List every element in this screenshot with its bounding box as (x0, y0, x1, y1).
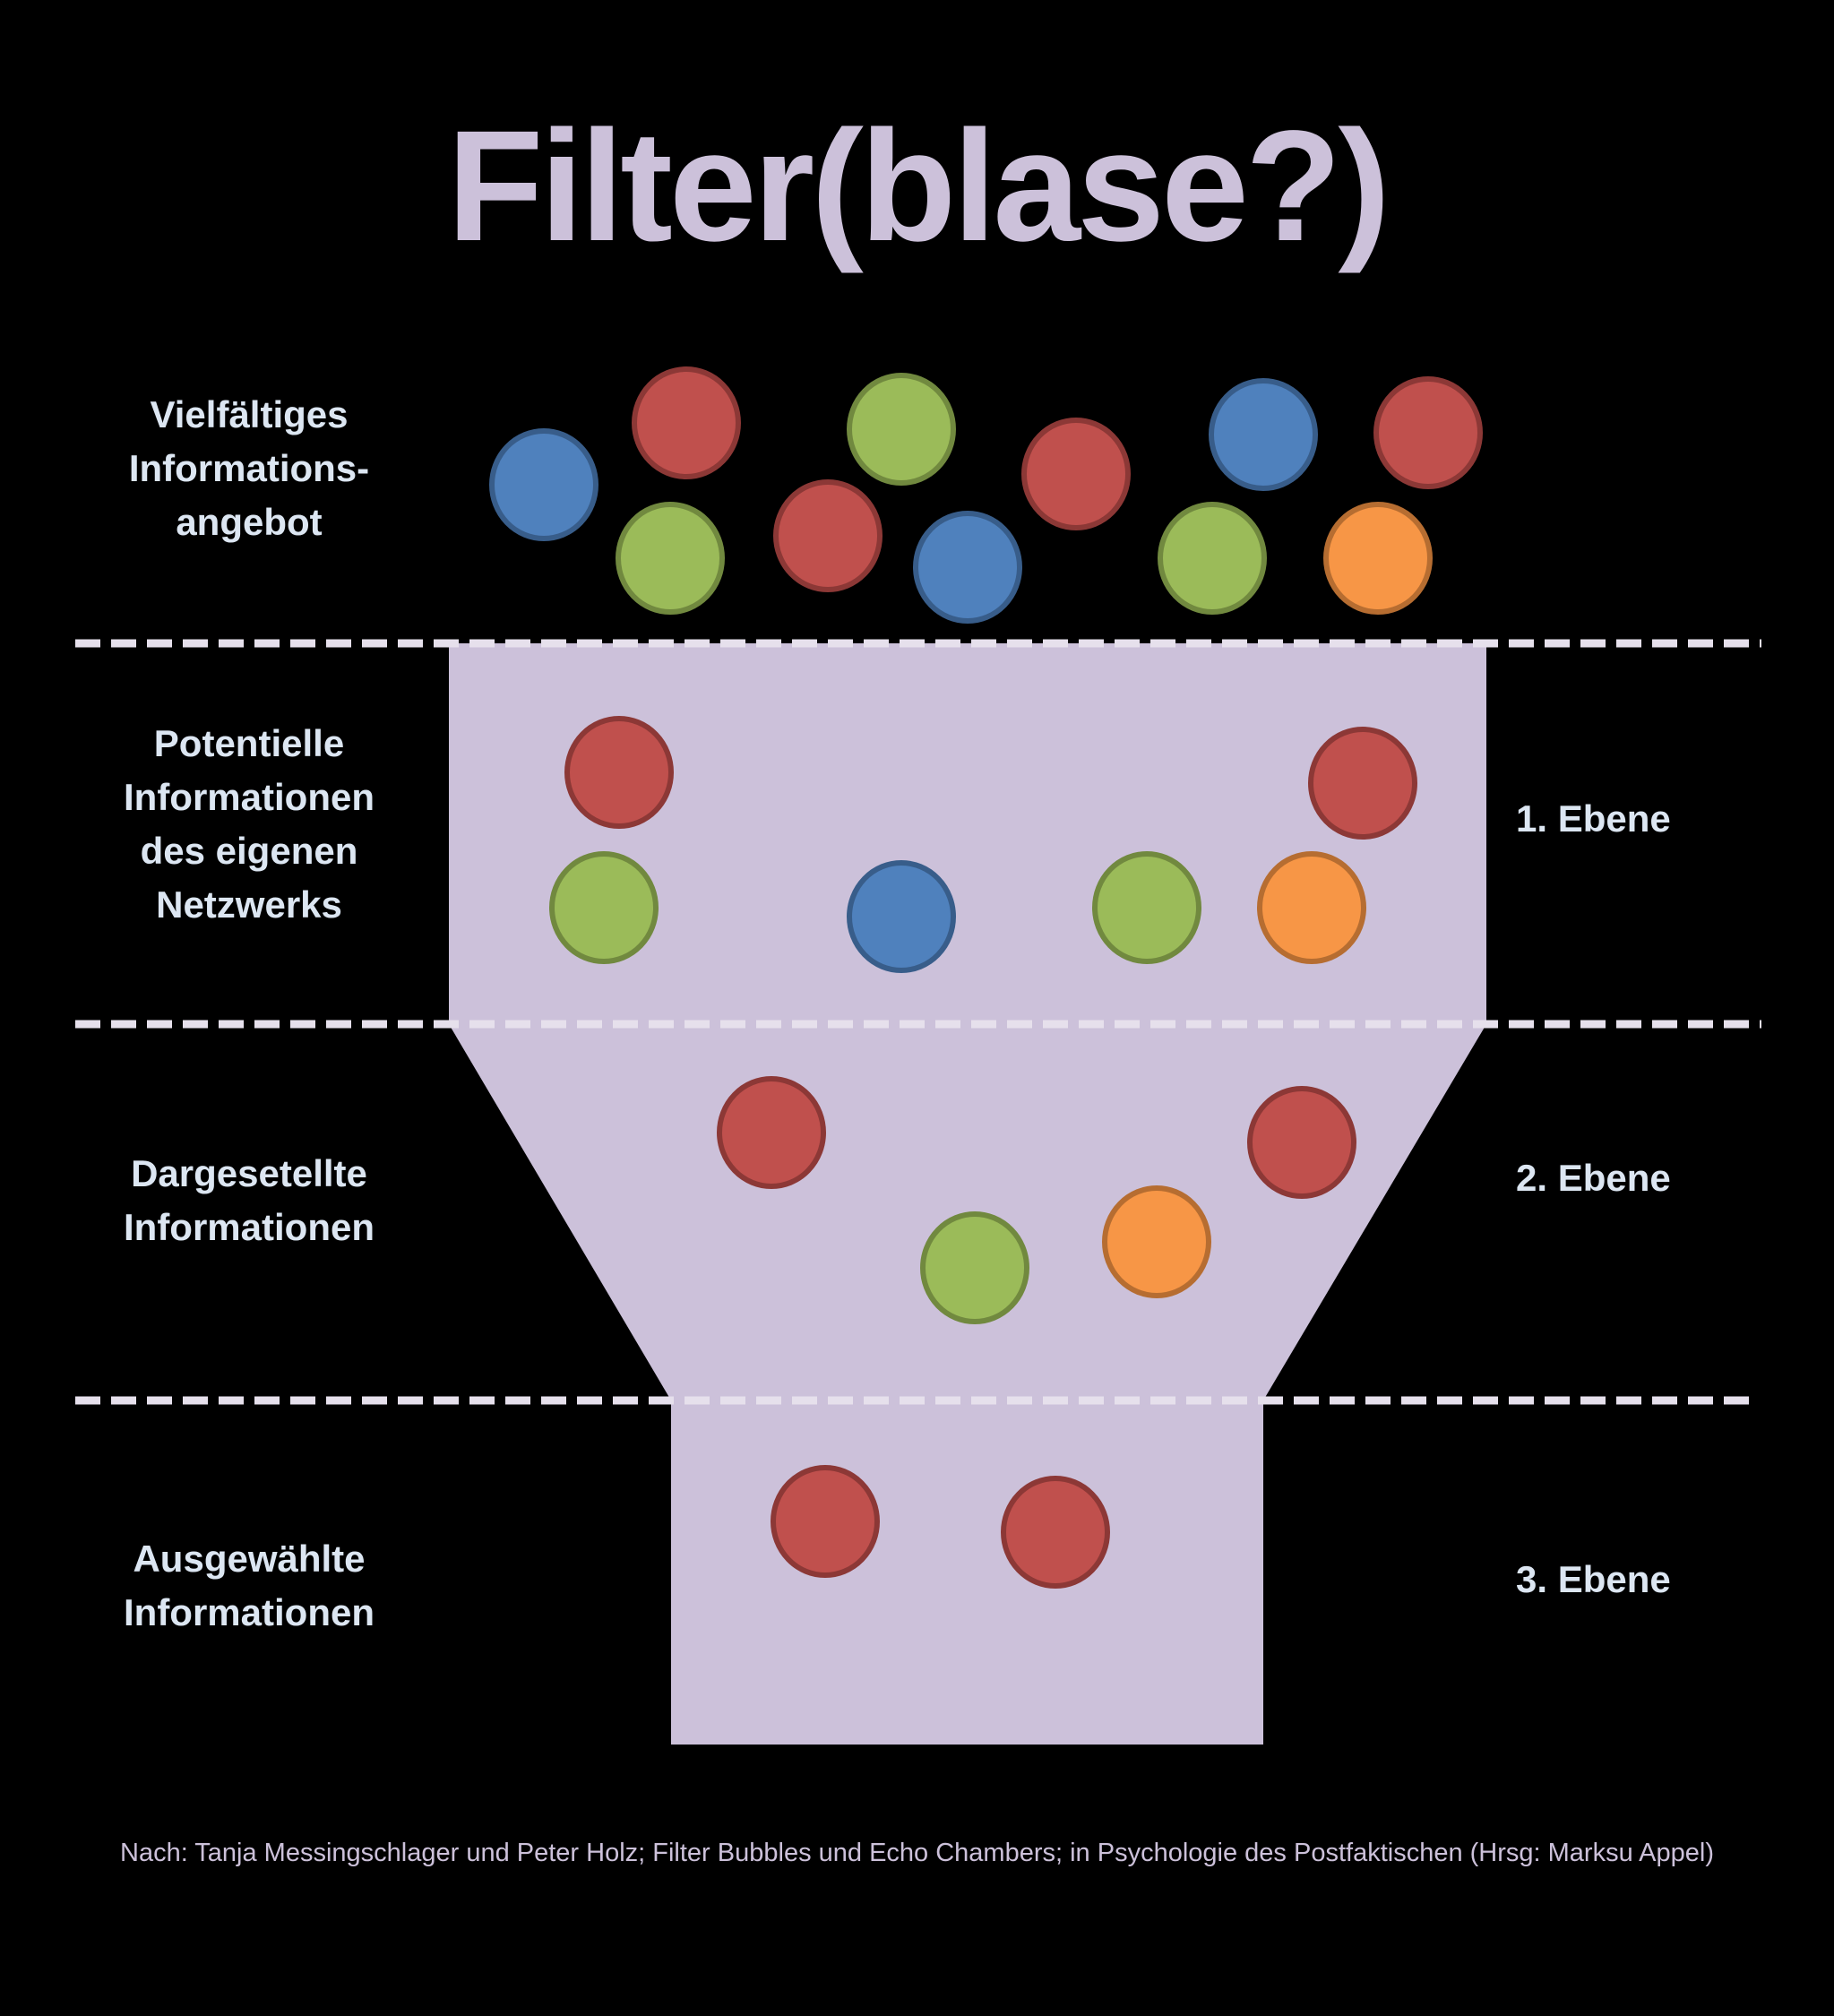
bubble-blue-offer (489, 428, 598, 541)
bubble-green-level-2 (920, 1211, 1029, 1324)
ebene-label-1: 1. Ebene (1516, 797, 1671, 840)
bubble-orange-level-1 (1257, 851, 1366, 964)
source-footnote: Nach: Tanja Messingschlager und Peter Ho… (120, 1839, 1714, 1867)
bubble-red-level-1 (1308, 727, 1417, 840)
level-label-offer: Vielfältiges Informations- angebot (128, 393, 370, 543)
bubble-green-level-1 (549, 851, 659, 964)
level-label-selected: Ausgewählte Informationen (124, 1538, 375, 1633)
bubble-green-level-1 (1092, 851, 1201, 964)
bubble-red-offer (773, 479, 883, 592)
ebene-label-3: 3. Ebene (1516, 1558, 1671, 1600)
bubble-red-offer (1021, 418, 1131, 530)
bubble-green-offer (616, 502, 725, 615)
bubble-red-level-3 (771, 1465, 880, 1578)
page-title: Filter(blase?) (446, 99, 1391, 274)
level-label-displayed: Dargesetellte Informationen (124, 1152, 375, 1248)
bubble-red-level-3 (1001, 1476, 1110, 1589)
bubble-blue-level-1 (847, 860, 956, 973)
bubble-green-offer (1158, 502, 1267, 615)
funnel-level-1-section (449, 643, 1486, 1024)
bubble-green-offer (847, 373, 956, 486)
bubble-red-offer (1373, 376, 1483, 489)
level-dividers (75, 639, 1761, 1405)
bubble-orange-level-2 (1102, 1185, 1211, 1298)
bubble-red-offer (632, 366, 741, 479)
funnel-level-3-section (671, 1400, 1263, 1745)
level-label-network: Potentielle Informationen des eigenen Ne… (124, 722, 375, 926)
bubble-blue-offer (913, 511, 1022, 624)
bubble-blue-offer (1209, 378, 1318, 491)
bubble-red-level-2 (1247, 1086, 1356, 1199)
bubble-orange-offer (1323, 502, 1433, 615)
ebene-label-2: 2. Ebene (1516, 1157, 1671, 1199)
information-bubbles (489, 366, 1483, 1589)
bubble-red-level-1 (564, 716, 674, 829)
bubble-red-level-2 (717, 1076, 826, 1189)
